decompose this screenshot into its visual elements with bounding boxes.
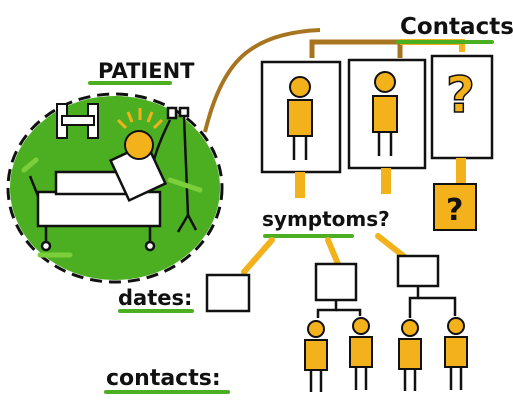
dates-label: dates:	[118, 286, 192, 310]
person-icon	[372, 71, 398, 156]
symptoms-label: symptoms?	[262, 207, 390, 231]
question-mark-icon: ?	[446, 66, 475, 124]
contacts-bottom-label: contacts:	[106, 366, 221, 391]
bottom-person-1	[304, 320, 328, 392]
patient-dashed-outline	[6, 92, 224, 284]
date-box-1	[205, 273, 251, 313]
unknown-box: ?	[433, 183, 477, 231]
question-mark-icon: ?	[446, 193, 463, 228]
hospital-bed-icon	[28, 141, 168, 252]
person-icon	[287, 76, 313, 160]
patient-label: PATIENT	[98, 59, 195, 83]
contacts-bracket	[309, 39, 403, 58]
symptom-connectors	[241, 233, 409, 275]
date-box-2	[314, 262, 358, 302]
bottom-person-3	[398, 319, 422, 391]
bottom-person-2	[349, 317, 373, 390]
contact-card-unknown: ?	[430, 54, 494, 184]
date-box-3	[396, 254, 440, 288]
iv-stand-icon	[148, 106, 198, 233]
patient-to-contacts-connector	[203, 28, 321, 133]
bottom-person-4	[444, 317, 468, 390]
green-scribbles	[21, 157, 203, 258]
tree-branches	[316, 286, 457, 318]
hospital-h-icon	[56, 103, 99, 139]
patient-scene: PATIENT	[6, 59, 224, 284]
contact-card-2	[347, 58, 427, 194]
contact-card-1	[260, 60, 342, 198]
contacts-top-label: Contacts	[400, 14, 513, 40]
patient-head-icon	[116, 108, 164, 160]
